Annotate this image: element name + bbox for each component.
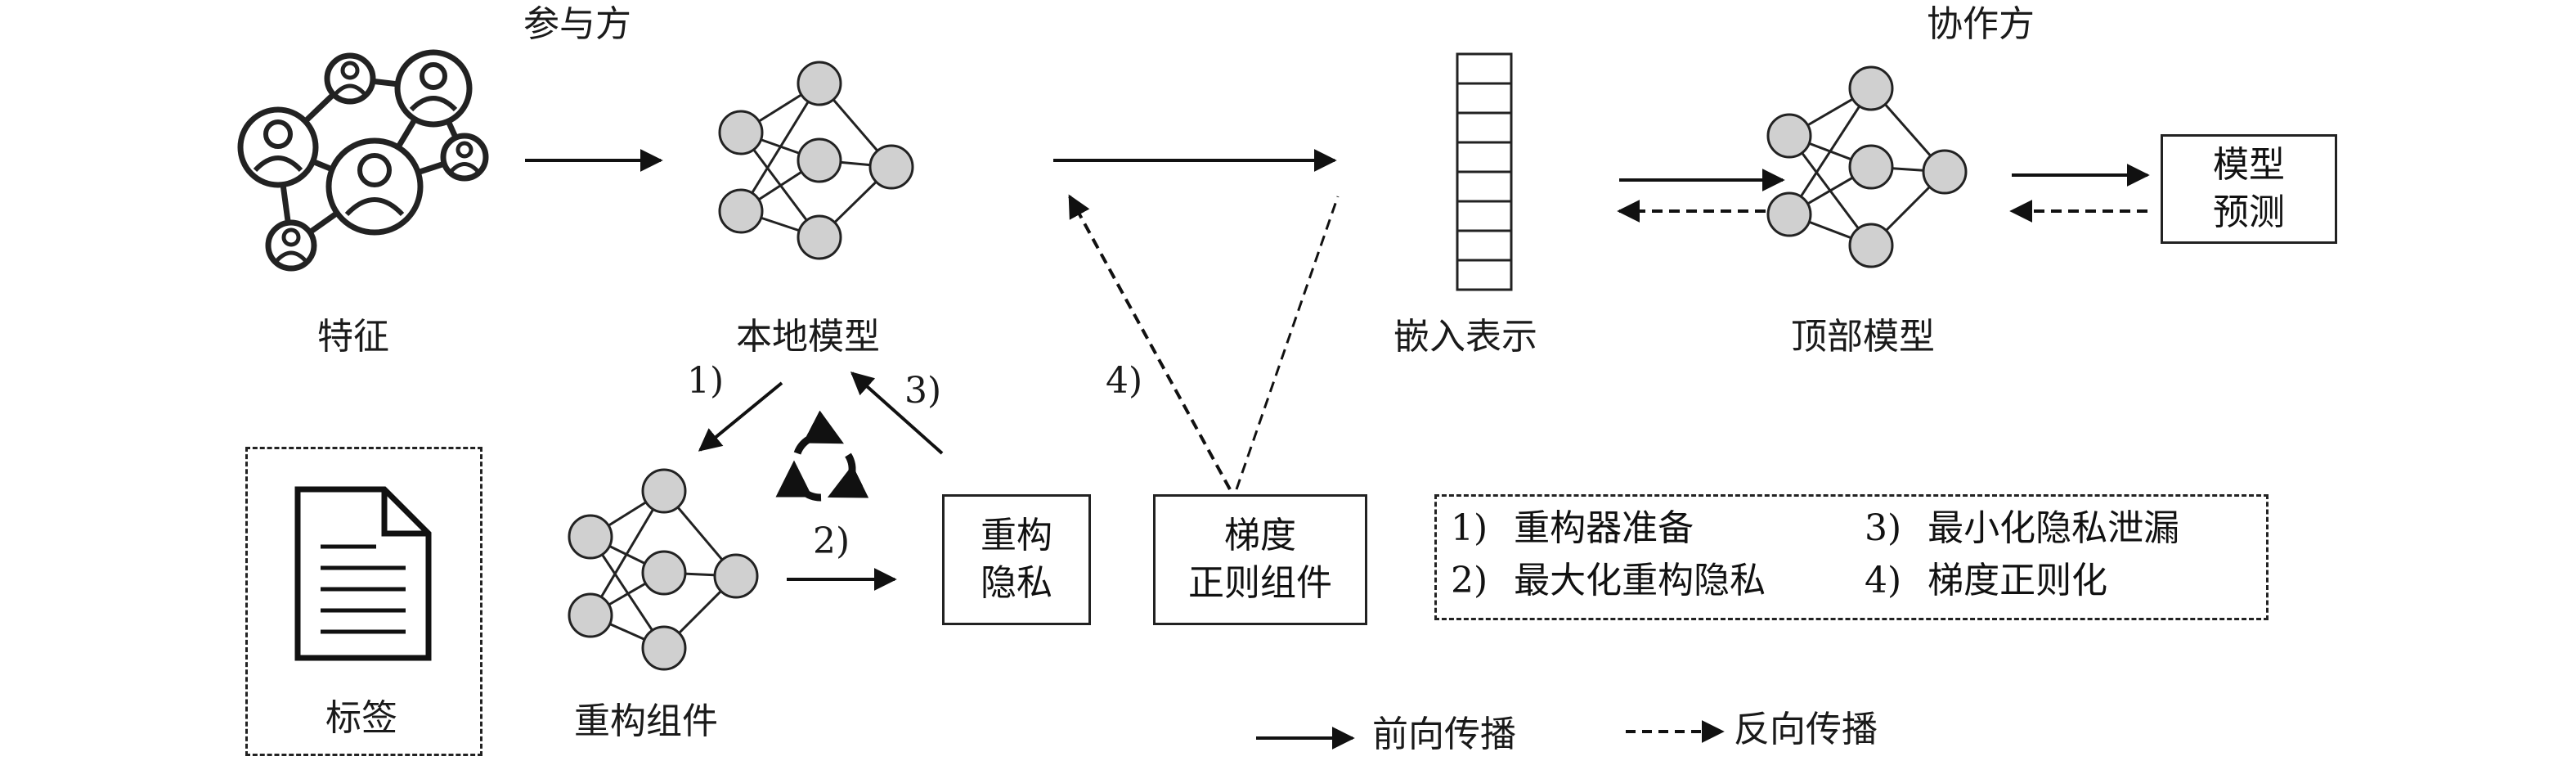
step-legend-item-1: 1) 重构器准备 — [1451, 511, 1694, 547]
step-legend-item-2: 2) 最大化重构隐私 — [1451, 563, 1766, 599]
backward-legend-label: 反向传播 — [1734, 709, 1878, 750]
reconstruction-network-icon — [568, 468, 759, 671]
recon-privacy-line-2: 隐私 — [981, 562, 1052, 604]
step-legend-item-3: 3) 最小化隐私泄漏 — [1865, 511, 2179, 547]
model-prediction-box: 模型 预测 — [2161, 134, 2337, 244]
embedding-label: 嵌入表示 — [1393, 316, 1537, 358]
step-legend-num: 4) — [1865, 560, 1902, 601]
recon-privacy-box: 重构 隐私 — [942, 494, 1091, 625]
forward-legend-label: 前向传播 — [1372, 714, 1516, 755]
step-legend-text: 梯度正则化 — [1928, 560, 2108, 601]
gradient-reg-box: 梯度 正则组件 — [1153, 494, 1367, 625]
step-legend-num: 1) — [1451, 507, 1488, 549]
social-network-icon — [237, 49, 489, 272]
step-legend-num: 2) — [1451, 560, 1488, 601]
features-label: 特征 — [317, 316, 389, 358]
step-2-label: 2) — [813, 520, 850, 562]
local-model-label: 本地模型 — [736, 316, 880, 358]
step-legend-item-4: 4) 梯度正则化 — [1865, 563, 2107, 599]
model-prediction-line-1: 模型 — [2213, 144, 2285, 186]
step-3-label: 3) — [904, 370, 942, 412]
gradient-reg-line-2: 正则组件 — [1188, 562, 1332, 604]
step-legend-num: 3) — [1865, 507, 1902, 549]
embedding-vector-icon — [1456, 52, 1513, 291]
recon-privacy-line-1: 重构 — [981, 515, 1052, 556]
gradient-reg-line-1: 梯度 — [1224, 515, 1296, 556]
step-1-label: 1) — [687, 360, 725, 402]
model-prediction-line-2: 预测 — [2213, 191, 2285, 233]
top-model-network-icon — [1766, 65, 1968, 268]
step-legend-text: 重构器准备 — [1514, 507, 1694, 549]
collaborator-header: 协作方 — [1927, 3, 2035, 45]
local-model-network-icon — [718, 61, 914, 260]
cycle-icon — [775, 410, 869, 502]
step-legend-box — [1434, 494, 2269, 620]
step-legend-text: 最小化隐私泄漏 — [1928, 507, 2180, 549]
label-box — [245, 447, 482, 756]
step-legend-text: 最大化重构隐私 — [1514, 560, 1766, 601]
step-4-label: 4) — [1106, 360, 1143, 402]
participant-header: 参与方 — [523, 3, 631, 45]
recon-component-label: 重构组件 — [574, 700, 718, 742]
top-model-label: 顶部模型 — [1791, 316, 1935, 358]
label-text: 标签 — [325, 697, 397, 739]
document-icon — [294, 486, 432, 661]
